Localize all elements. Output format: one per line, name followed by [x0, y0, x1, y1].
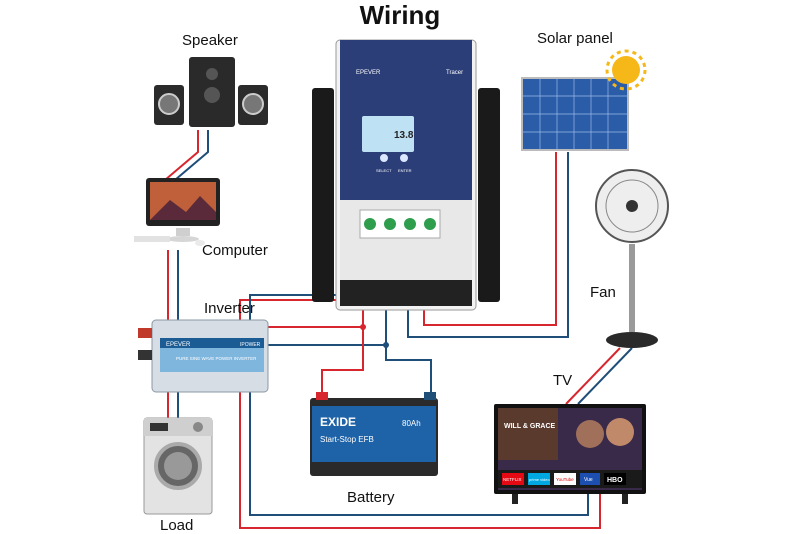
enter-label: ENTER	[398, 168, 412, 173]
diagram-title: Wiring	[359, 0, 441, 30]
wire-battery-negative	[385, 345, 432, 398]
tv-show-title: WILL & GRACE	[504, 423, 556, 430]
battery-capacity: 80Ah	[402, 419, 421, 428]
inverter-device: EPEVER IPOWER PURE SINE WAVE POWER INVER…	[138, 319, 269, 393]
battery-device: EXIDE Start-Stop EFB 80Ah	[310, 392, 438, 476]
battery-brand: EXIDE	[320, 415, 356, 429]
label-load: Load	[160, 517, 194, 534]
load-device	[143, 417, 213, 515]
tv-app-youtube: YouTube	[556, 477, 574, 482]
tv-device: WILL & GRACE NETFLIX prime video YouTube…	[494, 404, 646, 504]
tv-app-hbo: HBO	[607, 477, 623, 484]
wire-speaker-computer-negative	[174, 130, 209, 181]
fan-device	[595, 169, 669, 348]
wire-speaker-computer-positive	[164, 130, 199, 181]
wire-tv-fan-positive	[565, 347, 621, 405]
label-tv: TV	[553, 372, 573, 389]
label-inverter: Inverter	[204, 300, 255, 317]
controller-model: Tracer	[446, 70, 463, 76]
tv-app-vue: Vue	[584, 477, 593, 483]
tv-app-prime: prime video	[529, 477, 550, 482]
computer-device	[134, 178, 220, 246]
wire-battery-positive	[321, 327, 364, 398]
label-fan: Fan	[590, 284, 616, 301]
label-computer: Computer	[202, 242, 268, 259]
tv-app-netflix: NETFLIX	[503, 477, 522, 482]
label-battery: Battery	[347, 489, 395, 506]
label-solar-panel: Solar panel	[537, 30, 613, 47]
inverter-model: IPOWER	[240, 342, 261, 348]
wire-tv-fan-negative	[577, 347, 633, 405]
label-speaker: Speaker	[182, 32, 238, 49]
controller-brand: EPEVER	[356, 70, 381, 76]
charge-controller: EPEVER Tracer 13.8 SELECT ENTER	[312, 39, 500, 311]
battery-model: Start-Stop EFB	[320, 435, 374, 444]
inverter-brand: EPEVER	[166, 342, 191, 348]
speaker-device	[154, 57, 268, 127]
solar-panel-device	[521, 49, 647, 151]
controller-display: 13.8	[394, 130, 414, 141]
select-label: SELECT	[376, 168, 392, 173]
inverter-text: PURE SINE WAVE POWER INVERTER	[176, 356, 257, 361]
